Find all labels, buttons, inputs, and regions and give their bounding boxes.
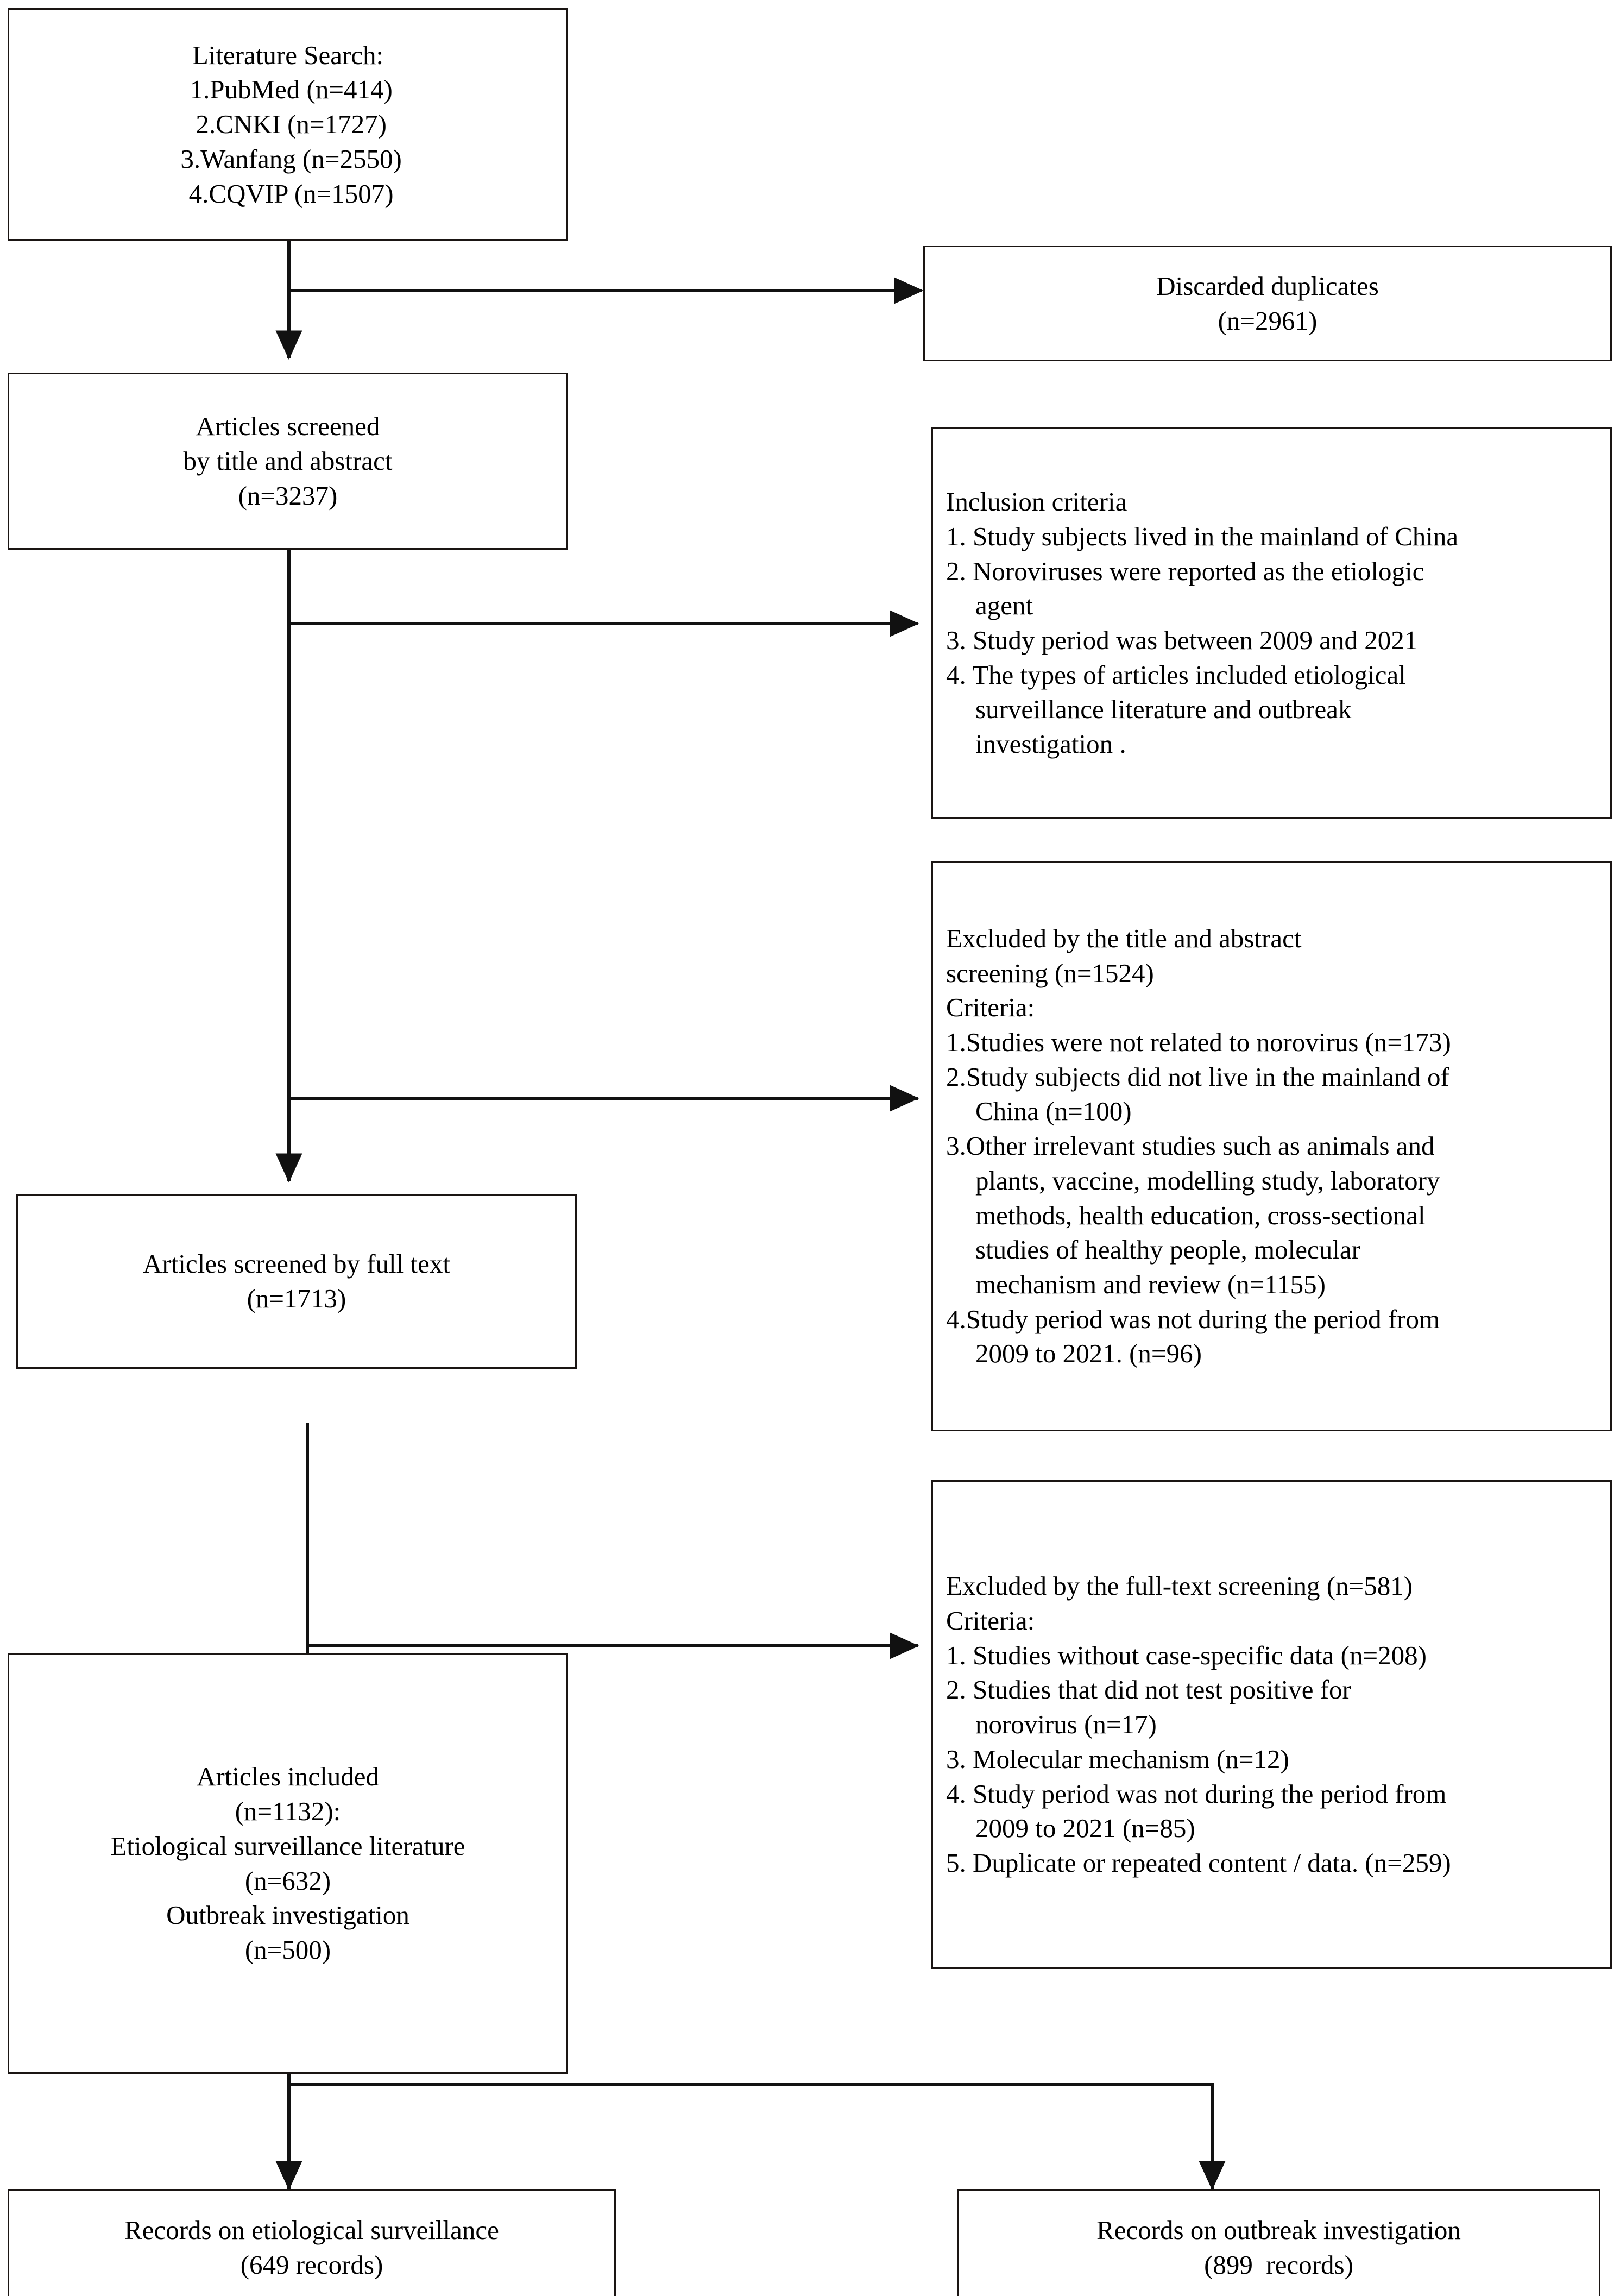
screened-full-text-line-0: Articles screened by full text xyxy=(142,1249,450,1279)
box-articles-included: Articles included (n=1132): Etiological … xyxy=(8,1653,568,2074)
inclusion-criteria-line-5: 4. The types of articles included etiolo… xyxy=(946,659,1406,690)
literature-search-line-4: 4.CQVIP (n=1507) xyxy=(182,178,394,209)
excluded-title-line-1: screening (n=1524) xyxy=(946,958,1154,988)
inclusion-criteria-line-1: 1. Study subjects lived in the mainland … xyxy=(946,521,1459,551)
records-etiological-line-1: (649 records) xyxy=(240,2249,383,2280)
inclusion-criteria-line-7: investigation . xyxy=(975,729,1126,759)
box-discarded-duplicates: Discarded duplicates (n=2961) xyxy=(923,246,1612,361)
literature-search-line-1: 1.PubMed (n=414) xyxy=(183,74,393,105)
excluded-title-line-8: methods, health education, cross-section… xyxy=(975,1200,1426,1230)
box-articles-screened-full-text: Articles screened by full text (n=1713) xyxy=(16,1194,577,1369)
excluded-title-line-7: plants, vaccine, modelling study, labora… xyxy=(975,1165,1440,1196)
excluded-full-text-line-6: 4. Study period was not during the perio… xyxy=(946,1778,1447,1809)
articles-included-line-2: Etiological surveillance literature xyxy=(110,1830,465,1861)
box-excluded-title-abstract: Excluded by the title and abstract scree… xyxy=(931,861,1612,1431)
excluded-full-text-line-4: norovirus (n=17) xyxy=(975,1709,1157,1740)
literature-search-line-2: 2.CNKI (n=1727) xyxy=(189,109,387,140)
excluded-full-text-line-2: 1. Studies without case-specific data (n… xyxy=(946,1640,1427,1670)
excluded-title-line-3: 1.Studies were not related to norovirus … xyxy=(946,1027,1451,1058)
excluded-full-text-line-0: Excluded by the full-text screening (n=5… xyxy=(946,1571,1413,1601)
articles-included-line-0: Articles included xyxy=(196,1762,380,1792)
excluded-full-text-line-7: 2009 to 2021 (n=85) xyxy=(975,1813,1195,1844)
excluded-title-line-4: 2.Study subjects did not live in the mai… xyxy=(946,1061,1449,1092)
literature-search-line-3: 3.Wanfang (n=2550) xyxy=(174,143,402,174)
box-records-etiological-surveillance: Records on etiological surveillance (649… xyxy=(8,2189,616,2296)
box-articles-screened-title-abstract: Articles screened by title and abstract … xyxy=(8,373,568,550)
excluded-title-line-10: mechanism and review (n=1155) xyxy=(975,1269,1326,1299)
inclusion-criteria-line-2: 2. Noroviruses were reported as the etio… xyxy=(946,556,1424,586)
screened-title-abstract-line-0: Articles screened xyxy=(196,411,380,442)
excluded-title-line-0: Excluded by the title and abstract xyxy=(946,923,1302,954)
articles-included-line-3: (n=632) xyxy=(244,1865,331,1896)
records-outbreak-line-0: Records on outbreak investigation xyxy=(1096,2215,1461,2245)
inclusion-criteria-line-6: surveillance literature and outbreak xyxy=(975,694,1352,725)
inclusion-criteria-line-3: agent xyxy=(975,590,1033,621)
literature-search-line-0: Literature Search: xyxy=(192,40,384,70)
screened-title-abstract-line-2: (n=3237) xyxy=(238,480,338,511)
excluded-title-line-5: China (n=100) xyxy=(975,1096,1132,1127)
box-excluded-full-text: Excluded by the full-text screening (n=5… xyxy=(931,1480,1612,1969)
articles-included-line-4: Outbreak investigation xyxy=(166,1900,409,1930)
excluded-full-text-line-5: 3. Molecular mechanism (n=12) xyxy=(946,1744,1289,1774)
discarded-duplicates-line-1: (n=2961) xyxy=(1218,305,1318,336)
box-literature-search: Literature Search: 1.PubMed (n=414) 2.CN… xyxy=(8,8,568,241)
excluded-title-line-11: 4.Study period was not during the period… xyxy=(946,1304,1440,1334)
excluded-title-line-12: 2009 to 2021. (n=96) xyxy=(975,1338,1202,1369)
inclusion-criteria-line-4: 3. Study period was between 2009 and 202… xyxy=(946,625,1418,655)
inclusion-criteria-line-0: Inclusion criteria xyxy=(946,487,1127,517)
discarded-duplicates-line-0: Discarded duplicates xyxy=(1156,271,1379,301)
excluded-title-line-2: Criteria: xyxy=(946,992,1035,1023)
records-outbreak-line-1: (899 records) xyxy=(1204,2249,1353,2280)
screened-title-abstract-line-1: by title and abstract xyxy=(183,446,393,476)
excluded-title-line-6: 3.Other irrelevant studies such as anima… xyxy=(946,1131,1435,1161)
screened-full-text-line-1: (n=1713) xyxy=(247,1284,346,1313)
articles-included-line-1: (n=1132): xyxy=(235,1796,341,1827)
records-etiological-line-0: Records on etiological surveillance xyxy=(124,2215,499,2245)
box-records-outbreak-investigation: Records on outbreak investigation (899 r… xyxy=(957,2189,1600,2296)
excluded-full-text-line-3: 2. Studies that did not test positive fo… xyxy=(946,1675,1351,1705)
box-inclusion-criteria: Inclusion criteria 1. Study subjects liv… xyxy=(931,427,1612,819)
articles-included-line-5: (n=500) xyxy=(244,1934,331,1965)
excluded-full-text-line-1: Criteria: xyxy=(946,1606,1035,1636)
excluded-title-line-9: studies of healthy people, molecular xyxy=(975,1235,1360,1265)
excluded-full-text-line-8: 5. Duplicate or repeated content / data.… xyxy=(946,1847,1451,1878)
